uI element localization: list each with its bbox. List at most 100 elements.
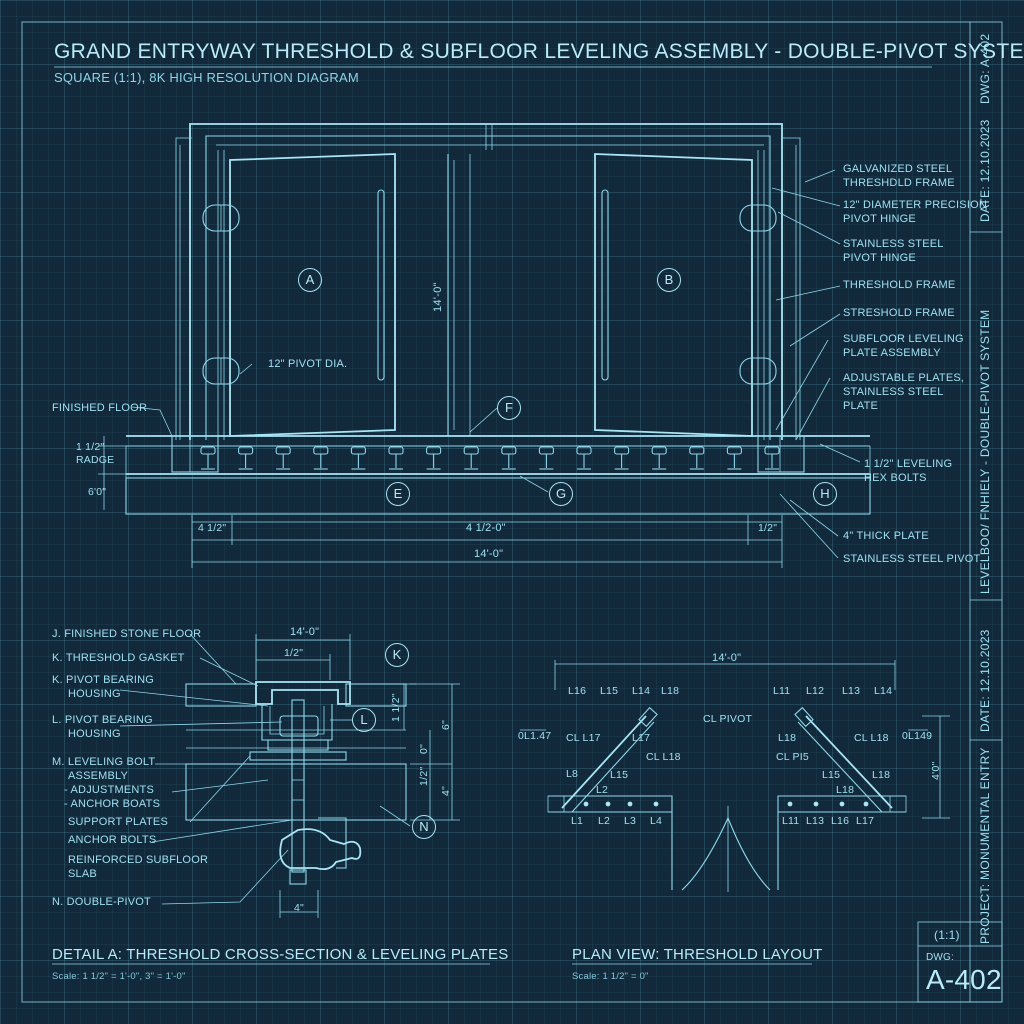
- detail-dim-half-v: 1/2": [418, 766, 430, 786]
- plan-top-dim: 14'-0": [712, 652, 742, 664]
- plan-top-l11: L11: [773, 685, 791, 697]
- detail-dim-6: 6": [440, 719, 452, 730]
- label-pivot-hinge-1: PIVOT HINGE: [843, 213, 916, 225]
- detail-dim-4-bottom: 4": [294, 902, 304, 914]
- detail-label-n: N. DOUBLE-PIVOT: [52, 896, 151, 908]
- double-pivot-part: [279, 828, 362, 871]
- plan-view: [520, 660, 950, 965]
- label-stainless-1: STAINLESS STEEL: [843, 238, 944, 250]
- door-elevation: [98, 123, 871, 568]
- anchor-dot: [813, 801, 819, 807]
- plan-right-c5: L18: [872, 769, 891, 781]
- detail-dim-1-1-2: 1 1/2": [390, 693, 402, 722]
- label-leveling-bolts: 1 1/2" LEVELING: [864, 458, 953, 470]
- detail-label-adjustments: - ADJUSTMENTS: [64, 784, 154, 796]
- detail-label-anchor-bolts: ANCHOR BOLTS: [68, 834, 157, 846]
- subfloor-slab: [125, 477, 871, 515]
- plan-top-l16: L16: [568, 685, 587, 697]
- anchor-dot: [863, 801, 869, 807]
- label-subfloor-leveling: SUBFLOOR LEVELING: [843, 333, 964, 345]
- strip-dwg: DWG: A-402: [978, 33, 992, 104]
- label-plate: PLATE: [843, 400, 879, 412]
- strip-date-bottom: DATE: 12.10.2023: [978, 629, 992, 732]
- callout-g: G: [549, 482, 573, 506]
- label-threshold-frame-2: THRESHOLD FRAME: [843, 279, 956, 291]
- leveling-bolt: [689, 446, 705, 455]
- height-dim: 14'-0": [432, 282, 444, 312]
- dim-6-0: 6'0": [88, 486, 107, 498]
- detail-label-j: J. FINISHED STONE FLOOR: [52, 628, 202, 640]
- detail-label-l-housing: HOUSING: [68, 728, 121, 740]
- leveling-bolt: [726, 446, 742, 455]
- plan-top-l15: L15: [600, 685, 619, 697]
- anchor-dot: [653, 801, 659, 807]
- finished-floor-label: FINISHED FLOOR: [52, 402, 148, 414]
- leveling-bolt: [764, 446, 780, 455]
- leveling-bolt: [426, 446, 442, 455]
- plan-bottom-l16: L16: [831, 815, 850, 827]
- dim-4-1-2-0: 4 1/2-0": [466, 522, 506, 534]
- label-plate-assembly: PLATE ASSEMBLY: [843, 347, 941, 359]
- sheet-subtitle: SQUARE (1:1), 8K HIGH RESOLUTION DIAGRAM: [54, 70, 359, 85]
- detail-label-anchor-boats: - ANCHOR BOATS: [64, 798, 161, 810]
- callout-n: N: [412, 815, 436, 839]
- anchor-dot: [583, 801, 589, 807]
- label-stainless-pivot: STAINLESS STEEL PIVOT: [843, 553, 981, 565]
- plan-right-c3: CL PI5: [776, 751, 809, 763]
- leveling-bolt: [463, 446, 479, 455]
- plan-bottom-l4: L4: [650, 815, 663, 827]
- detail-a-section: [52, 633, 490, 965]
- scale-ratio: (1:1): [934, 928, 960, 942]
- label-adjustable-plates: ADJUSTABLE PLATES,: [843, 372, 965, 384]
- plan-right-c1: L18: [778, 732, 797, 744]
- leveling-bolt: [501, 446, 517, 455]
- leveling-bolt: [200, 446, 216, 455]
- plan-right-c4: L15: [822, 769, 841, 781]
- leveling-bolt: [538, 446, 554, 455]
- plan-right-c6: L18: [836, 784, 855, 796]
- plan-bottom-l2: L2: [598, 815, 611, 827]
- label-hex-bolts: HEX BOLTS: [864, 472, 927, 484]
- threshold-cap: [255, 681, 351, 705]
- detail-dim-0: 0": [418, 743, 430, 754]
- plan-top-l18: L18: [661, 685, 680, 697]
- dim-1-1-2: 1 1/2": [76, 441, 105, 453]
- label-stainless-2: STAINLESS STEEL: [843, 386, 944, 398]
- dim-14-0-elev: 14'-0": [474, 548, 504, 560]
- plan-top-l12: L12: [806, 685, 825, 697]
- door-leaf-b: [594, 153, 753, 437]
- leveling-bolt: [614, 446, 630, 455]
- label-galv-steel: GALVANIZED STEEL: [843, 163, 953, 175]
- leveling-bolts: [200, 446, 780, 470]
- dwg-block: [917, 921, 1003, 1003]
- label-thick-plate: 4" THICK PLATE: [843, 530, 929, 542]
- dim-half-right: 1/2": [758, 522, 778, 534]
- dwg-number: A-402: [926, 964, 1002, 995]
- callout-l: L: [352, 708, 376, 732]
- detail-label-k-gasket: K. THRESHOLD GASKET: [52, 652, 185, 664]
- plan-bottom-l1: L1: [571, 815, 584, 827]
- leveling-bolt: [313, 446, 329, 455]
- callout-e: E: [386, 482, 410, 506]
- dwg-label: DWG:: [926, 952, 955, 963]
- leveling-bolt: [651, 446, 667, 455]
- detail-dim-half: 1/2": [284, 647, 304, 659]
- plan-bottom-l3: L3: [624, 815, 637, 827]
- plan-left-side: 0L1.47: [518, 730, 552, 742]
- plan-view-caption: PLAN VIEW: THRESHOLD LAYOUT: [572, 946, 823, 963]
- plan-right-side: 0L149: [902, 730, 933, 742]
- door-leaf-a: [229, 153, 396, 437]
- pivot-dia-note: 12" PIVOT DIA.: [268, 358, 348, 370]
- anchor-dot: [605, 801, 611, 807]
- sheet-border: [21, 21, 1003, 1003]
- plan-top-l13: L13: [842, 685, 861, 697]
- plan-left-c3: CL L18: [646, 751, 681, 763]
- strip-system: LEVELBOO/ FNHIELY - DOUBLE-PIVOT SYSTEM: [978, 309, 992, 594]
- detail-label-k-housing: HOUSING: [68, 688, 121, 700]
- leveling-bolt: [350, 446, 366, 455]
- plan-top-l14b: L14: [874, 685, 893, 697]
- detail-a-caption: DETAIL A: THRESHOLD CROSS-SECTION & LEVE…: [52, 946, 509, 963]
- plan-left-c1: CL L17: [566, 732, 601, 744]
- leveling-bolt: [576, 446, 592, 455]
